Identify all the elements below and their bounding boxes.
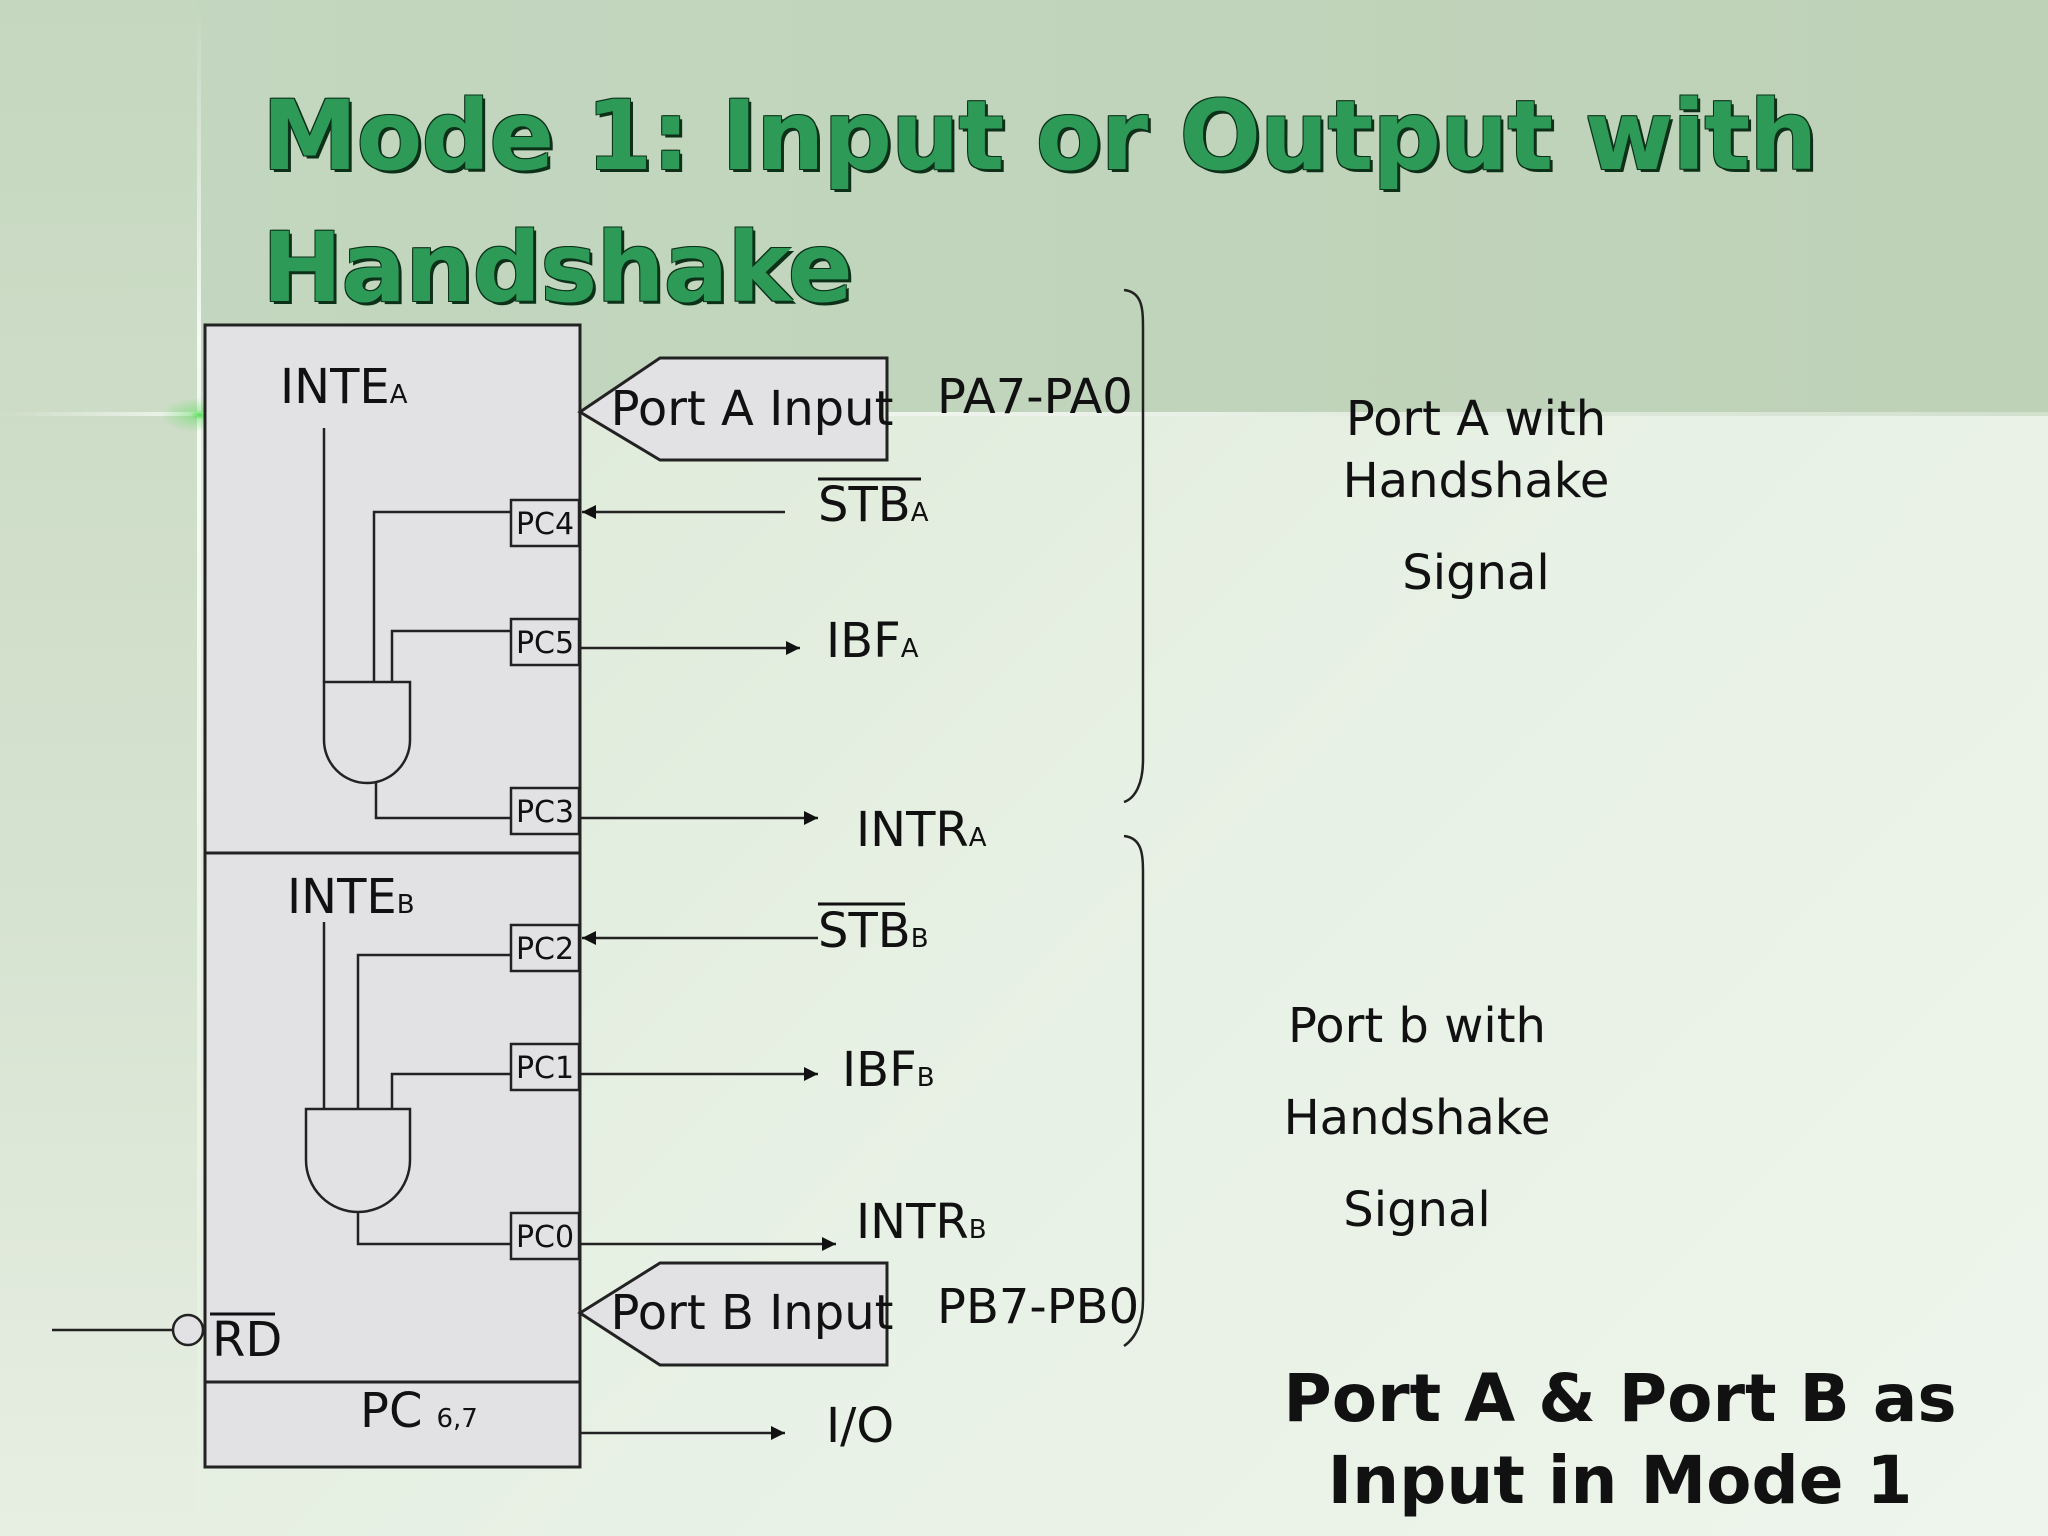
group-b-line3: Signal [1343, 1182, 1491, 1238]
slide-title: Mode 1: Input or Output with Handshake [262, 80, 1818, 324]
wiring-a [322, 428, 511, 820]
slide-summary: Port A & Port B as Input in Mode 1 [1260, 1358, 1980, 1522]
inte-a-label: INTEA [280, 359, 408, 415]
svg-text:Port B Input: Port B Input [611, 1285, 894, 1341]
ibf-a-label: IBFA [826, 613, 919, 669]
svg-text:PC2: PC2 [516, 932, 574, 967]
svg-text:PC5: PC5 [516, 626, 574, 661]
wiring-b [322, 922, 511, 1246]
io-label: I/O [826, 1398, 894, 1454]
svg-text:RD: RD [212, 1312, 282, 1368]
group-a-line2: Handshake [1342, 453, 1610, 509]
pin-pc4: PC4 [509, 498, 581, 548]
port-a-input-connector: Port A Input [577, 356, 894, 462]
pin-pc1: PC1 [509, 1042, 581, 1092]
summary-line2: Input in Mode 1 [1327, 1442, 1913, 1519]
and-gate-b [304, 1107, 412, 1214]
rd-input: RD [52, 1312, 282, 1368]
brace-a [1123, 288, 1145, 804]
group-a-note: Port A with Handshake Signal [1300, 388, 1652, 604]
brace-b [1123, 834, 1145, 1348]
pin-pc3: PC3 [509, 786, 581, 836]
pb-bus-label: PB7-PB0 [937, 1279, 1139, 1335]
svg-text:PC3: PC3 [516, 795, 574, 830]
svg-text:PC1: PC1 [516, 1051, 574, 1086]
group-b-line1: Port b with [1288, 998, 1546, 1054]
ibf-b-label: IBFB [842, 1042, 935, 1098]
stb-b-label: STBB [818, 902, 929, 959]
intr-a-label: INTRA [856, 802, 987, 858]
intr-b-label: INTRB [856, 1194, 987, 1250]
svg-text:PC0: PC0 [516, 1220, 574, 1255]
group-a-line1: Port A with [1345, 391, 1607, 447]
background-horizontal-highlight [0, 412, 2048, 416]
background-left-panel [0, 0, 197, 1536]
svg-text:STBB: STBB [818, 903, 929, 959]
inte-b-label: INTEB [287, 869, 415, 925]
group-b-note: Port b with Handshake Signal [1262, 980, 1572, 1256]
svg-text:STBA: STBA [818, 477, 929, 533]
pin-pc0: PC0 [509, 1211, 581, 1261]
and-gate-a [322, 680, 412, 785]
port-b-input-connector: Port B Input [577, 1261, 894, 1367]
pin-pc2: PC2 [509, 923, 581, 973]
group-b-line2: Handshake [1283, 1090, 1551, 1146]
svg-text:PC4: PC4 [516, 507, 574, 542]
svg-text:Port A Input: Port A Input [611, 381, 894, 437]
summary-line1: Port A & Port B as [1283, 1360, 1957, 1437]
background-vertical-highlight [197, 0, 201, 1536]
pa-bus-label: PA7-PA0 [937, 369, 1133, 425]
group-a-line3: Signal [1402, 545, 1550, 601]
stb-a-label: STBA [818, 477, 929, 533]
pin-pc5: PC5 [509, 617, 581, 667]
